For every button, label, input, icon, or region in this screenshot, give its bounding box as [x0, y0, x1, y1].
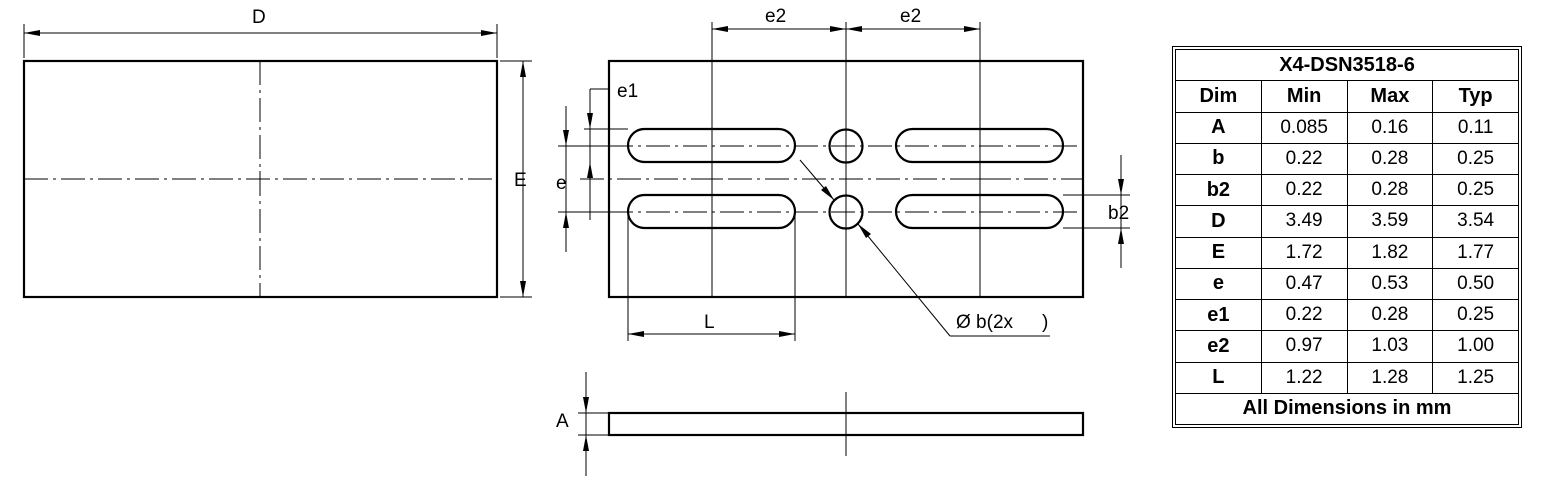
- dimension-e1: e1: [584, 81, 638, 220]
- cell-max: 0.28: [1346, 142, 1434, 176]
- dimension-e: e: [556, 106, 609, 252]
- dimension-D: D: [23, 7, 498, 58]
- label-diameter-paren: ): [1042, 312, 1048, 333]
- cell-min: 0.22: [1260, 142, 1348, 176]
- cell-min: 1.22: [1260, 361, 1348, 394]
- table-row: e 0.47 0.53 0.50: [1175, 267, 1519, 301]
- cell-min: 0.97: [1260, 330, 1348, 363]
- header-min: Min: [1260, 80, 1348, 113]
- cell-min: 0.47: [1260, 267, 1348, 301]
- cell-typ: 1.25: [1432, 361, 1519, 394]
- cell-dim: b: [1175, 142, 1262, 176]
- dimension-diameter-b: Ø b(2x ): [799, 159, 1050, 337]
- cell-dim: A: [1175, 111, 1262, 144]
- cell-typ: 0.25: [1432, 142, 1519, 176]
- pad-slot-bottom-right: [894, 193, 1065, 230]
- cell-dim: L: [1175, 361, 1262, 394]
- pad-slot-bottom-left: [626, 193, 797, 230]
- header-dim: Dim: [1175, 80, 1262, 113]
- pad-slot-top-left: [626, 127, 797, 164]
- cell-typ: 3.54: [1432, 205, 1519, 238]
- dimensions-grid: X4-DSN3518-6 Dim Min Max Typ A 0.085 0.1…: [1175, 48, 1519, 426]
- cell-max: 0.53: [1346, 267, 1434, 301]
- cell-dim: e2: [1175, 330, 1262, 363]
- dimension-b2: b2: [1063, 155, 1130, 268]
- label-b2: b2: [1108, 203, 1129, 224]
- pad-round-bottom: [828, 194, 864, 230]
- dimension-E: E: [500, 60, 532, 298]
- cell-max: 0.28: [1346, 298, 1434, 332]
- bottom-view: e2 e2 e1 e b2: [556, 6, 1130, 341]
- label-L: L: [704, 312, 715, 333]
- cell-typ: 1.00: [1432, 330, 1519, 363]
- header-typ: Typ: [1432, 80, 1519, 113]
- cell-max: 0.16: [1346, 111, 1434, 144]
- top-view: D E: [22, 7, 532, 299]
- table-row: b2 0.22 0.28 0.25: [1175, 173, 1519, 207]
- cell-max: 1.28: [1346, 361, 1434, 394]
- label-e1: e1: [617, 81, 638, 102]
- cell-dim: D: [1175, 205, 1262, 238]
- pad-round-top: [828, 128, 864, 164]
- label-D: D: [252, 7, 266, 28]
- cell-max: 0.28: [1346, 173, 1434, 207]
- cell-min: 3.49: [1260, 205, 1348, 238]
- label-e: e: [556, 173, 567, 194]
- table-row: A 0.085 0.16 0.11: [1175, 111, 1519, 144]
- label-e2-right: e2: [900, 6, 921, 27]
- cell-min: 0.085: [1260, 111, 1348, 144]
- cell-dim: e1: [1175, 298, 1262, 332]
- table-row: D 3.49 3.59 3.54: [1175, 205, 1519, 238]
- cell-dim: E: [1175, 236, 1262, 269]
- cell-min: 0.22: [1260, 298, 1348, 332]
- cell-max: 1.82: [1346, 236, 1434, 269]
- cell-typ: 0.50: [1432, 267, 1519, 301]
- table-row: b 0.22 0.28 0.25: [1175, 142, 1519, 176]
- dimension-e2: e2 e2: [712, 6, 980, 32]
- label-A: A: [556, 411, 569, 432]
- cell-typ: 1.77: [1432, 236, 1519, 269]
- dimension-L: L: [627, 212, 796, 341]
- table-header-row: Dim Min Max Typ: [1175, 80, 1519, 113]
- cell-typ: 0.25: [1432, 298, 1519, 332]
- cell-min: 0.22: [1260, 173, 1348, 207]
- table-row: e2 0.97 1.03 1.00: [1175, 330, 1519, 363]
- cell-typ: 0.11: [1432, 111, 1519, 144]
- cell-max: 3.59: [1346, 205, 1434, 238]
- table-row: L 1.22 1.28 1.25: [1175, 361, 1519, 394]
- label-e2-left: e2: [765, 6, 786, 27]
- table-row: E 1.72 1.82 1.77: [1175, 236, 1519, 269]
- header-max: Max: [1346, 80, 1434, 113]
- dimensions-table: X4-DSN3518-6 Dim Min Max Typ A 0.085 0.1…: [1172, 46, 1522, 428]
- cell-max: 1.03: [1346, 330, 1434, 363]
- cell-dim: e: [1175, 267, 1262, 301]
- label-diameter: Ø b(2x: [956, 312, 1014, 333]
- cell-min: 1.72: [1260, 236, 1348, 269]
- table-footer: All Dimensions in mm: [1175, 392, 1519, 426]
- table-row: e1 0.22 0.28 0.25: [1175, 298, 1519, 332]
- package-outline-drawing: D E: [22, 6, 1130, 476]
- side-view: A: [556, 372, 1085, 476]
- cell-dim: b2: [1175, 173, 1262, 207]
- pad-slot-top-right: [894, 127, 1065, 164]
- cell-typ: 0.25: [1432, 173, 1519, 207]
- label-E: E: [514, 170, 527, 191]
- table-title: X4-DSN3518-6: [1175, 48, 1519, 82]
